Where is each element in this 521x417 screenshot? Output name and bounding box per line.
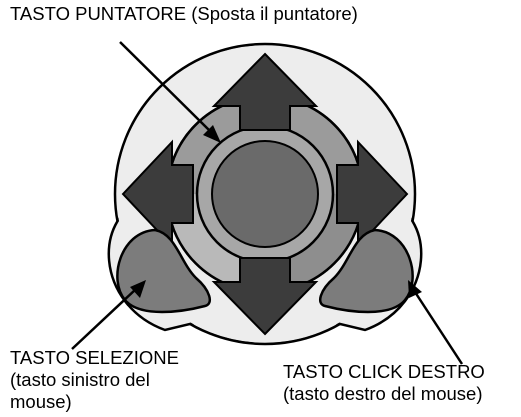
select-leader-arrowhead: [130, 280, 146, 298]
pointer-key-label-line1: TASTO PUNTATORE (Sposta il puntatore): [10, 3, 358, 24]
select-key-label: TASTO SELEZIONE (tasto sinistro del mous…: [10, 347, 179, 413]
right-click-leader-arrowhead: [408, 280, 422, 298]
right-click-key-label-line2: (tasto destro del mouse): [283, 383, 483, 404]
select-leader-line: [71, 288, 137, 350]
select-key-label-line3: mouse): [10, 391, 72, 412]
arrow-down-icon[interactable]: [211, 257, 319, 336]
pointer-leader-arrowhead: [203, 125, 221, 143]
pointer-leader-line: [119, 41, 211, 132]
pointer-center-button[interactable]: [211, 140, 319, 248]
right-click-button[interactable]: [318, 228, 414, 314]
pointer-key-label: TASTO PUNTATORE (Sposta il puntatore): [10, 3, 358, 25]
right-click-key-label: TASTO CLICK DESTRO (tasto destro del mou…: [283, 361, 485, 405]
arrow-up-icon[interactable]: [211, 52, 319, 131]
select-key-label-line2: (tasto sinistro del: [10, 369, 150, 390]
right-click-leader-line: [413, 291, 464, 365]
right-click-key-label-line1: TASTO CLICK DESTRO: [283, 361, 485, 382]
select-key-label-line1: TASTO SELEZIONE: [10, 347, 179, 368]
leader-lines: [71, 41, 464, 365]
